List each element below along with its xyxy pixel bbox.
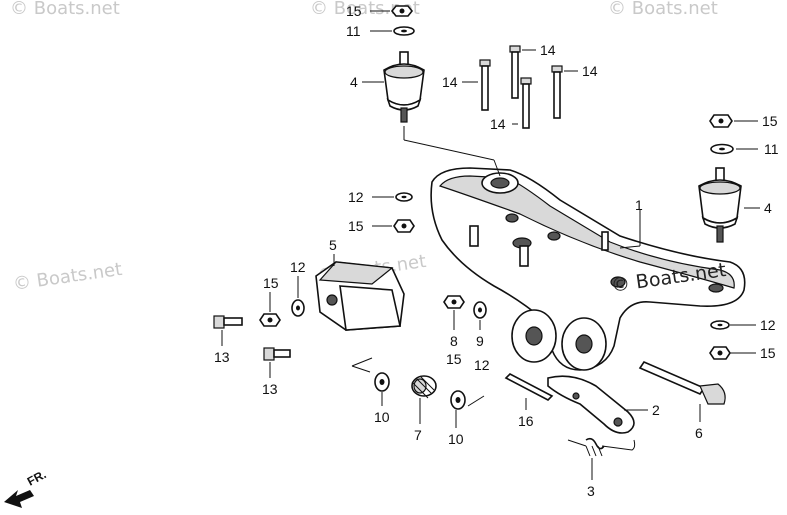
callout-11-top: 11: [346, 23, 361, 39]
washer-10-right: [450, 390, 485, 410]
callout-12-b: 12: [290, 259, 306, 275]
leader-lines: [221, 10, 760, 480]
washer-12-lower-left: [291, 299, 305, 317]
callout-5: 5: [329, 237, 337, 253]
callout-13-a: 13: [214, 349, 230, 365]
callout-2: 2: [652, 402, 660, 418]
nut-15-right: [709, 114, 733, 128]
callout-14-d: 14: [582, 63, 598, 79]
callout-15-b: 15: [263, 275, 279, 291]
direction-label: FR.: [25, 467, 49, 488]
pin-16: [504, 373, 554, 401]
tilt-lever-2: [547, 375, 635, 434]
watermark-top-left: © Boats.net: [10, 0, 120, 19]
callout-8: 8: [450, 333, 458, 349]
callout-14-a: 14: [442, 74, 458, 90]
callout-12-c: 12: [474, 357, 490, 373]
engine-mount-frame-1: [430, 167, 746, 371]
bolt-14-a: [479, 59, 491, 111]
bushing-7: [411, 375, 437, 399]
watermark-mid-left: © Boats.net: [12, 259, 124, 295]
callout-15-top: 15: [346, 3, 362, 19]
callout-4-right: 4: [764, 200, 772, 216]
callout-9: 9: [476, 333, 484, 349]
rubber-mount-4-right: [698, 167, 742, 243]
callout-1: 1: [635, 197, 643, 213]
washer-11-right: [710, 143, 734, 155]
callout-14-c: 14: [490, 116, 506, 132]
washer-12-right: [710, 320, 730, 330]
callout-12-a: 12: [348, 189, 364, 205]
nut-15-right-low: [709, 346, 731, 360]
callout-10-b: 10: [448, 431, 464, 447]
nut-8: [443, 295, 465, 309]
washer-10-left: [351, 357, 390, 392]
nut-15-top: [390, 5, 414, 17]
washer-11-top: [393, 26, 415, 36]
watermark-top-right: © Boats.net: [608, 0, 718, 19]
watermark-top-center: © Boats.net: [310, 0, 420, 19]
callout-15-right-low: 15: [760, 345, 776, 361]
callout-15-right: 15: [762, 113, 778, 129]
callout-6: 6: [695, 425, 703, 441]
washer-9: [473, 301, 487, 319]
callout-15-c: 15: [446, 351, 462, 367]
through-bolt-6: [638, 361, 726, 405]
rubber-block-5: [315, 261, 405, 331]
callout-14-b: 14: [540, 42, 556, 58]
callout-10-a: 10: [374, 409, 390, 425]
bolt-14-c: [520, 77, 532, 129]
nut-15-upper: [393, 219, 415, 233]
bolt-14-d: [551, 65, 563, 119]
callout-7: 7: [414, 427, 422, 443]
callout-11-right: 11: [764, 141, 779, 157]
bolt-13-upper: [213, 315, 243, 329]
bolt-14-b: [509, 45, 521, 99]
callout-15-a: 15: [348, 218, 364, 234]
callout-3: 3: [587, 483, 595, 499]
front-direction-arrow: FR.: [4, 467, 48, 508]
spring-3: [567, 437, 636, 457]
callout-4-left: 4: [350, 74, 358, 90]
bolt-13-lower: [263, 347, 291, 361]
callout-12-right: 12: [760, 317, 776, 333]
callout-16: 16: [518, 413, 534, 429]
rubber-mount-4-left: [383, 51, 425, 123]
callout-13-b: 13: [262, 381, 278, 397]
washer-12-upper: [395, 192, 413, 202]
nut-15-lower-left: [259, 313, 281, 327]
